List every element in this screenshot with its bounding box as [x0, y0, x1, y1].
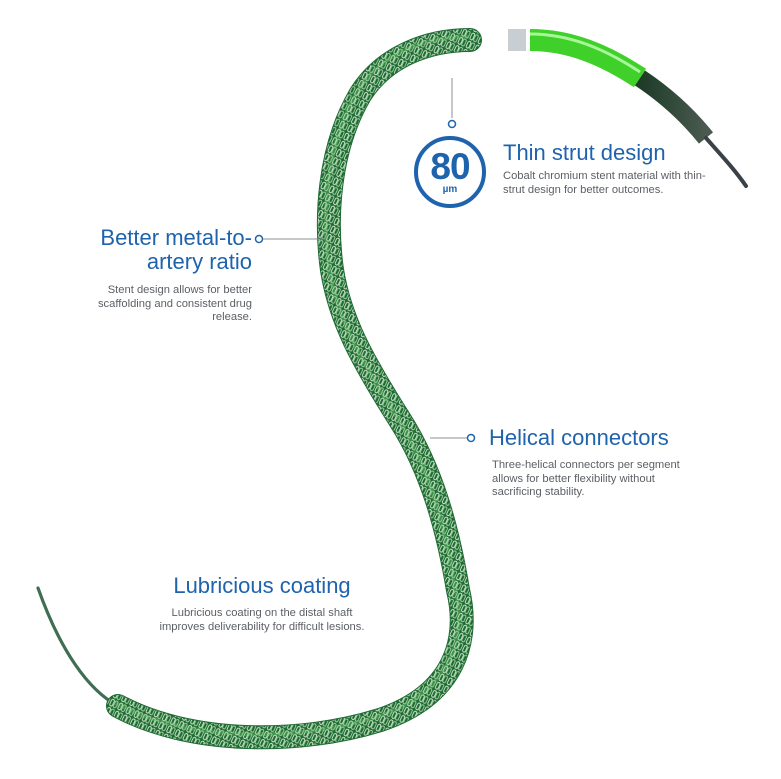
callout-metal-ratio: Better metal-to-artery ratio Stent desig… [60, 226, 252, 325]
callout-lubricious: Lubricious coating Lubricious coating on… [152, 574, 372, 634]
thin-strut-dot [447, 119, 457, 129]
metal-ratio-description: Stent design allows for better scaffoldi… [97, 284, 252, 323]
lubricious-description: Lubricious coating on the distal shaft i… [159, 607, 365, 633]
thin-strut-description: Cobalt chromium stent material with thin… [503, 170, 706, 196]
proximal-shaft [704, 136, 748, 188]
helical-title: Helical connectors [489, 425, 669, 450]
catheter-tip [634, 70, 714, 144]
strut-thickness-badge: 80 µm [414, 136, 486, 208]
thin-strut-title: Thin strut design [503, 140, 666, 165]
callout-helical: Helical connectors Three-helical connect… [489, 426, 719, 500]
distal-shaft [36, 586, 120, 708]
lubricious-title: Lubricious coating [173, 573, 351, 598]
helical-description: Three-helical connectors per segment all… [492, 459, 680, 498]
callout-thin-strut: Thin strut design Cobalt chromium stent … [503, 141, 713, 197]
balloon-segment [529, 29, 647, 88]
badge-value: 80 [430, 146, 470, 187]
helical-dot [466, 433, 476, 443]
metal-ratio-dot [254, 234, 264, 244]
badge-unit: µm [442, 184, 458, 195]
metal-ratio-title: Better metal-to-artery ratio [100, 225, 252, 274]
